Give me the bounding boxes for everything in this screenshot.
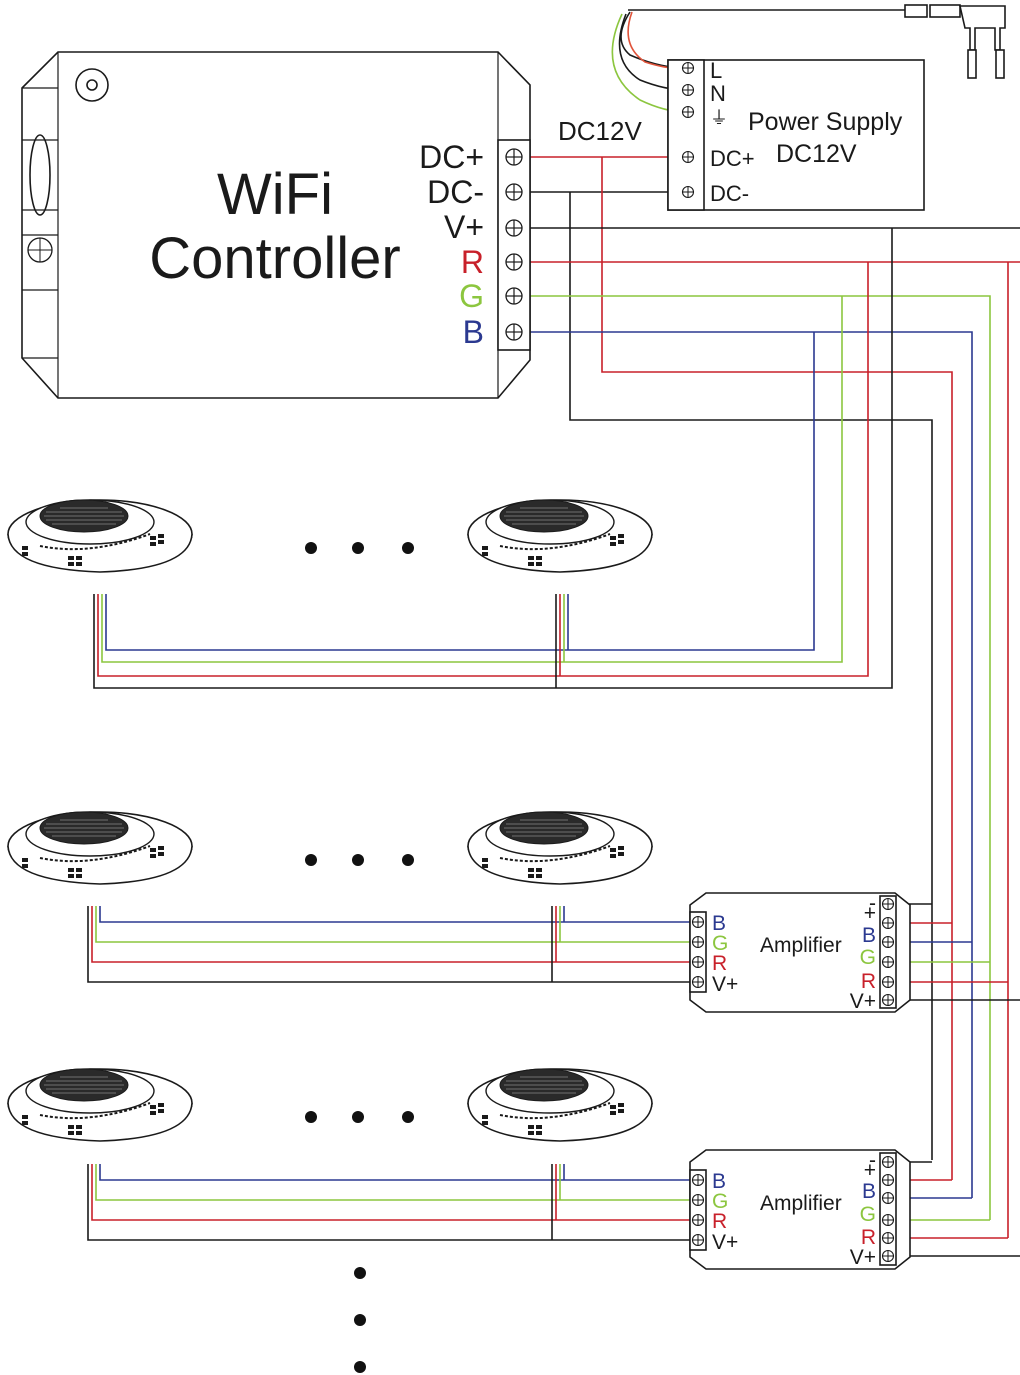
amp1-out-minus: - <box>869 892 876 915</box>
amp1-out-plus: + <box>864 902 876 925</box>
dc12v-label: DC12V <box>558 116 642 146</box>
psu-title: Power Supply <box>748 108 903 136</box>
ellipsis-dots-icon <box>354 1267 366 1373</box>
controller-title-line2: Controller <box>149 226 400 291</box>
amplifier-1: B G R V+ Amplifier - + B G R V+ <box>689 892 911 1013</box>
amp2-out-minus: - <box>869 1149 876 1172</box>
amp1-in-g: G <box>712 932 728 955</box>
terminal-label-v-plus: V+ <box>444 209 484 245</box>
psu-terminal-dc-minus: DC- <box>710 181 749 206</box>
amp2-in-g: G <box>712 1190 728 1213</box>
psu-voltage: DC12V <box>776 140 857 168</box>
amp2-out-vplus: V+ <box>850 1246 876 1269</box>
amp1-out-g: G <box>860 946 876 969</box>
terminal-label-g: G <box>459 278 484 314</box>
amp1-in-r: R <box>712 952 727 975</box>
terminal-label-dc-plus: DC+ <box>419 139 484 175</box>
terminal-label-dc-minus: DC- <box>427 174 484 210</box>
ellipsis-dots-icon <box>305 1111 414 1123</box>
psu-terminal-n: N <box>710 81 726 106</box>
controller-terminal-block <box>497 139 531 351</box>
light-row-3 <box>7 1068 653 1142</box>
light-row-1 <box>7 499 653 573</box>
amp2-in-b: B <box>712 1170 726 1193</box>
amp1-in-vplus: V+ <box>712 973 738 996</box>
pool-light-icon <box>467 499 653 573</box>
amp2-out-b: B <box>862 1180 876 1203</box>
pool-light-icon <box>7 1068 193 1142</box>
terminal-label-b: B <box>463 314 484 350</box>
amp1-title: Amplifier <box>760 934 842 957</box>
psu-terminal-ground: ⏚ <box>710 108 728 128</box>
psu-terminal-dc-plus: DC+ <box>710 146 755 171</box>
pool-light-icon <box>7 499 193 573</box>
amp2-in-vplus: V+ <box>712 1231 738 1254</box>
amp2-out-plus: + <box>864 1159 876 1182</box>
controller-title-line1: WiFi <box>217 162 333 227</box>
amplifier-2: B G R V+ Amplifier - + B G R V+ <box>689 1149 911 1270</box>
amp1-out-vplus: V+ <box>850 990 876 1013</box>
amp1-out-b: B <box>862 924 876 947</box>
amp2-out-r: R <box>861 1226 876 1249</box>
power-supply: L N ⏚ DC+ DC- Power Supply DC12V <box>667 58 925 211</box>
wifi-controller: WiFi Controller DC+ DC- V+ R G B <box>21 51 531 399</box>
pool-light-icon <box>467 811 653 885</box>
amp1-in-b: B <box>712 912 726 935</box>
psu-terminal-l: L <box>710 58 722 83</box>
wiring <box>87 9 1020 1257</box>
ellipsis-dots-icon <box>305 854 414 866</box>
terminal-label-r: R <box>461 244 484 280</box>
amp2-in-r: R <box>712 1210 727 1233</box>
pool-light-icon <box>467 1068 653 1142</box>
ellipsis-dots-icon <box>305 542 414 554</box>
pool-light-icon <box>7 811 193 885</box>
plug-icon <box>904 4 1006 79</box>
amp2-out-g: G <box>860 1203 876 1226</box>
amp2-title: Amplifier <box>760 1192 842 1215</box>
light-row-2 <box>7 811 653 885</box>
amp1-out-r: R <box>861 970 876 993</box>
